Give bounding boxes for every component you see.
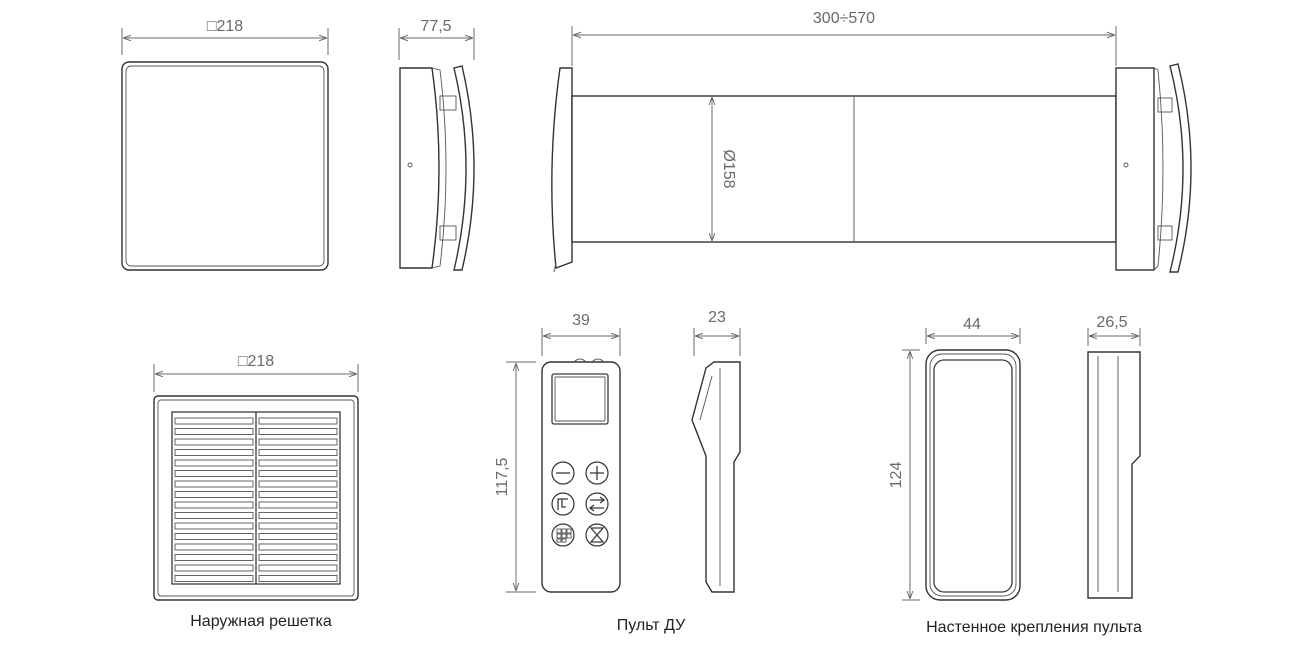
grille-slat <box>258 470 338 477</box>
power-mode-icon[interactable] <box>551 492 575 516</box>
grille-slat <box>174 522 254 530</box>
unit-front-view: □218 <box>121 18 329 271</box>
holder-height-label: 124 <box>888 462 905 489</box>
grille-slat <box>174 501 254 509</box>
grille-slat <box>174 491 254 498</box>
length-range-label: 300÷570 <box>813 10 875 27</box>
remote-width-label: 39 <box>572 312 590 329</box>
grille-slat <box>258 554 338 561</box>
grille-slat <box>174 449 254 456</box>
grille-slat <box>174 470 254 477</box>
grille-slat <box>258 491 338 498</box>
side-depth-label: 77,5 <box>420 18 451 35</box>
grille-slat <box>174 554 254 561</box>
external-grille-view: □218 Наружная решетка <box>153 353 359 630</box>
holder-side-view: 26,5 <box>1087 314 1141 599</box>
grille-slat <box>258 501 338 509</box>
grille-slat <box>174 438 254 446</box>
grille-slat <box>174 575 254 582</box>
grille-slat <box>258 438 338 446</box>
airflow-direction-icon[interactable] <box>585 492 609 516</box>
remote-side-view: 23 <box>691 309 741 593</box>
grille-slat <box>174 533 254 540</box>
grille-slat <box>258 459 338 467</box>
grille-slat <box>258 428 338 435</box>
grille-slat <box>258 512 338 519</box>
grille-slat <box>258 417 338 425</box>
remote-depth-label: 23 <box>708 309 726 326</box>
plus-icon[interactable] <box>585 461 609 485</box>
grille-slat <box>174 564 254 572</box>
remote-height-label: 117,5 <box>494 457 511 496</box>
remote-caption: Пульт ДУ <box>617 617 686 634</box>
holder-caption: Настенное крепления пульта <box>926 619 1142 636</box>
remote-buttons <box>551 461 609 547</box>
keypad-icon[interactable] <box>551 523 575 547</box>
grille-slat <box>174 543 254 551</box>
front-width-label: □218 <box>207 18 243 35</box>
grille-slats <box>174 417 338 582</box>
duct-diameter-label: Ø158 <box>720 149 737 188</box>
grille-slat <box>258 575 338 582</box>
grille-slat <box>258 480 338 488</box>
holder-width-label: 44 <box>963 316 981 333</box>
grille-slat <box>174 417 254 425</box>
unit-length-view: 300÷570 Ø158 <box>551 10 1192 273</box>
minus-icon[interactable] <box>551 461 575 485</box>
grille-slat <box>258 564 338 572</box>
grille-slat <box>174 512 254 519</box>
grille-caption: Наружная решетка <box>190 613 332 630</box>
grille-slat <box>258 533 338 540</box>
grille-slat <box>258 522 338 530</box>
grille-slat <box>258 449 338 456</box>
grille-slat <box>258 543 338 551</box>
holder-front-view: 44 124 Настенное крепления пульта <box>888 316 1142 636</box>
grille-width-label: □218 <box>238 353 274 370</box>
remote-front-view: 39 117,5 Пульт ДУ <box>494 312 686 634</box>
unit-side-view: 77,5 <box>398 18 475 271</box>
timer-icon[interactable] <box>585 523 609 547</box>
grille-slat <box>174 480 254 488</box>
holder-depth-label: 26,5 <box>1096 314 1127 331</box>
grille-slat <box>174 459 254 467</box>
grille-slat <box>174 428 254 435</box>
